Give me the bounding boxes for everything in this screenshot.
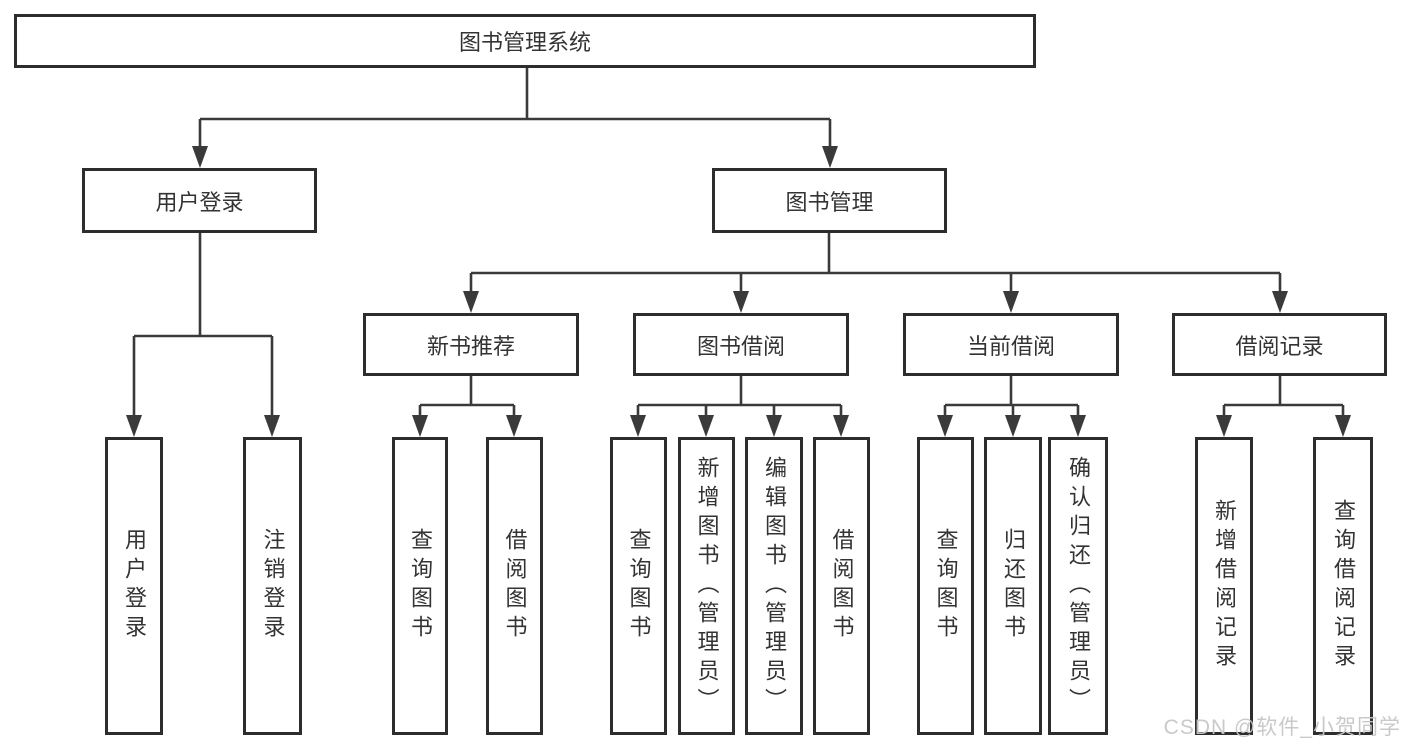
- node-leaf-edit-books-admin-label: 编辑图书（管理员）: [762, 455, 787, 717]
- node-user-login-label: 用户登录: [155, 189, 244, 215]
- node-borrowing-records: 借阅记录: [1172, 313, 1387, 376]
- node-book-management-label: 图书管理: [785, 189, 874, 215]
- node-current-borrowing: 当前借阅: [903, 313, 1119, 376]
- node-leaf-add-borrow-record-label: 新增借阅记录: [1212, 499, 1237, 673]
- node-leaf-add-borrow-record: 新增借阅记录: [1195, 437, 1253, 735]
- node-leaf-query-borrow-record-label: 查询借阅记录: [1331, 499, 1356, 673]
- node-book-borrowing-label: 图书借阅: [696, 333, 785, 359]
- node-user-login: 用户登录: [82, 168, 317, 233]
- node-leaf-return-books-label: 归还图书: [1001, 528, 1026, 644]
- node-leaf-add-books-admin-label: 新增图书（管理员）: [694, 455, 720, 717]
- node-new-book-recommend: 新书推荐: [363, 313, 579, 376]
- node-leaf-query-books-recommend-label: 查询图书: [408, 528, 433, 644]
- node-leaf-query-books-borrow-label: 查询图书: [626, 528, 652, 644]
- node-leaf-borrow-books: 借阅图书: [813, 437, 870, 735]
- node-leaf-user-login-label: 用户登录: [122, 528, 147, 644]
- node-leaf-query-books-recommend: 查询图书: [392, 437, 448, 735]
- node-leaf-query-books-current-label: 查询图书: [933, 528, 959, 644]
- node-book-management: 图书管理: [712, 168, 947, 233]
- node-borrowing-records-label: 借阅记录: [1235, 333, 1324, 359]
- node-root-system-label: 图书管理系统: [458, 30, 591, 55]
- node-leaf-return-books: 归还图书: [984, 437, 1042, 735]
- node-leaf-logout-label: 注销登录: [260, 528, 286, 644]
- node-root-system: 图书管理系统: [14, 14, 1036, 68]
- node-leaf-confirm-return-admin-label: 确认归还（管理员）: [1066, 455, 1091, 717]
- node-leaf-borrow-books-label: 借阅图书: [829, 528, 855, 644]
- node-leaf-add-books-admin: 新增图书（管理员）: [678, 437, 735, 735]
- node-leaf-borrow-books-recommend: 借阅图书: [486, 437, 543, 735]
- node-new-book-recommend-label: 新书推荐: [426, 333, 515, 359]
- node-leaf-confirm-return-admin: 确认归还（管理员）: [1048, 437, 1108, 735]
- node-leaf-logout: 注销登录: [243, 437, 302, 735]
- node-leaf-borrow-books-recommend-label: 借阅图书: [502, 528, 528, 644]
- node-book-borrowing: 图书借阅: [633, 313, 849, 376]
- node-leaf-query-books-current: 查询图书: [917, 437, 974, 735]
- watermark: CSDN @软件_小贺同学: [1163, 716, 1401, 739]
- node-leaf-query-borrow-record: 查询借阅记录: [1313, 437, 1373, 735]
- node-leaf-query-books-borrow: 查询图书: [610, 437, 667, 735]
- node-leaf-user-login: 用户登录: [105, 437, 163, 735]
- node-leaf-edit-books-admin: 编辑图书（管理员）: [745, 437, 803, 735]
- node-current-borrowing-label: 当前借阅: [966, 333, 1055, 359]
